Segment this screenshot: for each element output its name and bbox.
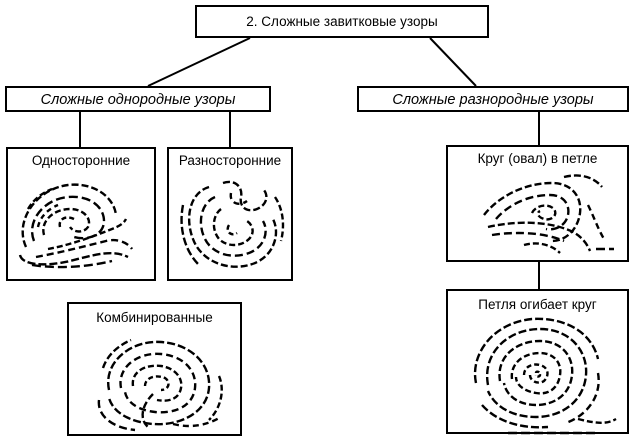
combined-label: Комбинированные — [96, 310, 213, 325]
node-one-sided: Односторонние — [6, 147, 156, 281]
node-circle-in-loop: Круг (овал) в петле — [446, 145, 629, 262]
two-sided-fingerprint-image — [180, 180, 285, 268]
node-loop-around-circle: Петля огибает круг — [446, 289, 629, 435]
root-node: 2. Сложные завитковые узоры — [195, 5, 489, 38]
node-combined: Комбинированные — [67, 302, 242, 436]
branch-heterogeneous: Сложные разнородные узоры — [357, 86, 629, 112]
loop-around-circle-label: Петля огибает круг — [478, 297, 597, 312]
connector-root-right — [429, 37, 477, 87]
one-sided-fingerprint-image — [18, 183, 133, 269]
one-sided-label: Односторонние — [31, 153, 131, 168]
loop-around-circle-fingerprint-image — [473, 317, 617, 435]
two-sided-label: Разносторонние — [178, 153, 282, 168]
circle-in-loop-fingerprint-image — [483, 174, 614, 254]
circle-in-loop-label: Круг (овал) в петле — [477, 151, 598, 166]
root-label: 2. Сложные завитковые узоры — [246, 14, 438, 29]
node-two-sided: Разносторонние — [167, 147, 293, 281]
branch-homogeneous-label: Сложные однородные узоры — [40, 92, 236, 108]
branch-homogeneous: Сложные однородные узоры — [5, 86, 271, 112]
connector-root-left — [147, 37, 251, 87]
branch-heterogeneous-label: Сложные разнородные узоры — [392, 92, 594, 108]
combined-fingerprint-image — [97, 338, 223, 432]
